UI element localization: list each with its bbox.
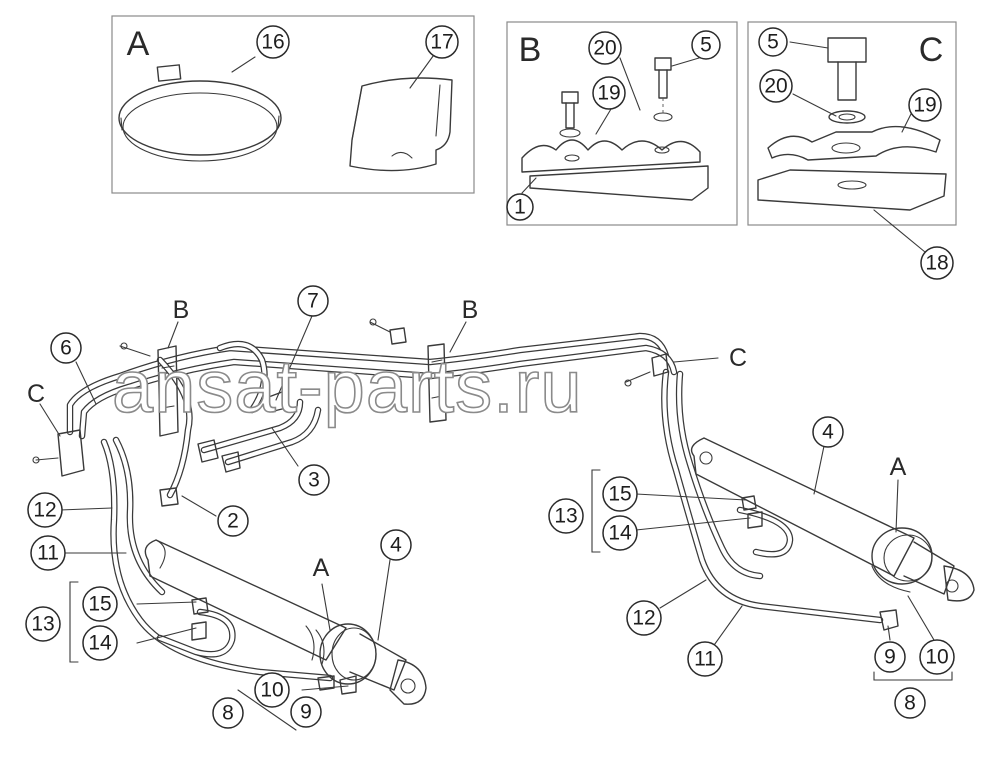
svg-text:6: 6: [60, 337, 72, 360]
callout-left-4: 4: [380, 529, 412, 561]
clamp-ring-drawing: [118, 64, 282, 162]
panel-b-letter: B: [519, 31, 542, 69]
group-bracket-right-8: [873, 671, 953, 681]
clip-block-drawing: [757, 125, 947, 211]
watermark-text: ansat-parts.ru: [112, 345, 583, 428]
right-cylinder: [690, 437, 975, 602]
svg-text:19: 19: [597, 82, 620, 105]
leader-lines: [39, 315, 935, 731]
callout-left-14: 14: [82, 625, 118, 661]
callout-c-19: 19: [908, 88, 942, 122]
left-cylinder: [144, 539, 427, 705]
callout-b-1: 1: [506, 193, 534, 221]
svg-text:14: 14: [88, 632, 112, 655]
svg-text:10: 10: [925, 646, 948, 669]
svg-text:15: 15: [88, 593, 111, 616]
callout-right-12: 12: [626, 600, 662, 636]
cover-sleeve-drawing: [349, 77, 453, 172]
detail-panel-c: C 5 20 19 18: [747, 21, 957, 280]
callout-b-19: 19: [592, 76, 626, 110]
group-bracket-left-13: [69, 581, 79, 663]
callout-b-20: 20: [588, 31, 622, 65]
callout-right-13: 13: [548, 498, 584, 534]
panel-c-letter: C: [919, 31, 944, 69]
callout-left-11: 11: [30, 535, 66, 571]
callout-right-4: 4: [812, 416, 844, 448]
callout-left-8: 8: [212, 697, 244, 729]
detail-panel-a: A 16 17: [111, 15, 475, 194]
view-letter-a-left: A: [313, 554, 330, 582]
svg-text:13: 13: [554, 505, 577, 528]
svg-text:12: 12: [33, 499, 56, 522]
svg-text:10: 10: [260, 679, 283, 702]
svg-text:8: 8: [904, 692, 916, 715]
bolt-drawing: [559, 57, 673, 138]
callout-6: 6: [50, 332, 82, 364]
callout-left-15: 15: [82, 586, 118, 622]
bolt-large-drawing: [827, 37, 867, 124]
callout-right-14: 14: [602, 515, 638, 551]
svg-text:16: 16: [261, 31, 284, 54]
panel-a-letter: A: [127, 25, 150, 63]
svg-text:11: 11: [37, 542, 59, 565]
view-letter-b-right: B: [462, 296, 479, 324]
svg-text:5: 5: [700, 34, 712, 57]
svg-text:18: 18: [925, 252, 948, 275]
svg-text:20: 20: [764, 75, 787, 98]
callout-right-15: 15: [602, 476, 638, 512]
callout-c-18: 18: [920, 246, 954, 280]
svg-text:11: 11: [694, 648, 716, 671]
svg-text:20: 20: [593, 37, 616, 60]
callout-17: 17: [425, 25, 459, 59]
svg-text:8: 8: [222, 702, 234, 725]
callout-left-9: 9: [290, 696, 322, 728]
svg-text:15: 15: [608, 483, 631, 506]
svg-text:2: 2: [227, 510, 239, 533]
svg-text:17: 17: [430, 31, 453, 54]
callout-c-5: 5: [758, 27, 788, 57]
clip-plate-drawing: [521, 139, 709, 201]
svg-text:4: 4: [390, 534, 402, 557]
detail-panel-b: B 20 5 19: [506, 21, 738, 226]
view-letter-c-left: C: [27, 380, 45, 408]
svg-text:9: 9: [884, 646, 896, 669]
callout-right-10: 10: [919, 639, 955, 675]
callout-3: 3: [298, 464, 330, 496]
hose-assembly: [66, 332, 884, 682]
callout-2: 2: [217, 505, 249, 537]
svg-text:3: 3: [308, 469, 320, 492]
svg-text:12: 12: [632, 607, 655, 630]
callout-right-9: 9: [874, 641, 906, 673]
svg-text:13: 13: [31, 613, 54, 636]
callout-c-20: 20: [759, 69, 793, 103]
callout-left-10: 10: [254, 672, 290, 708]
callout-right-11: 11: [687, 641, 723, 677]
callout-b-5: 5: [691, 30, 721, 60]
svg-text:7: 7: [307, 290, 319, 313]
callout-left-13: 13: [25, 606, 61, 642]
group-bracket-right-13: [591, 469, 601, 553]
callout-16: 16: [256, 25, 290, 59]
view-letter-b-left: B: [173, 296, 190, 324]
svg-text:1: 1: [514, 196, 526, 219]
svg-text:9: 9: [300, 701, 312, 724]
svg-text:5: 5: [767, 31, 779, 54]
svg-text:14: 14: [608, 522, 632, 545]
brackets: [32, 318, 899, 695]
callout-right-8: 8: [894, 687, 926, 719]
svg-text:19: 19: [913, 94, 936, 117]
view-letter-c-right: C: [729, 344, 747, 372]
view-letter-a-right: A: [890, 453, 907, 481]
svg-text:4: 4: [822, 421, 834, 444]
callout-7: 7: [297, 285, 329, 317]
callout-left-12: 12: [27, 492, 63, 528]
